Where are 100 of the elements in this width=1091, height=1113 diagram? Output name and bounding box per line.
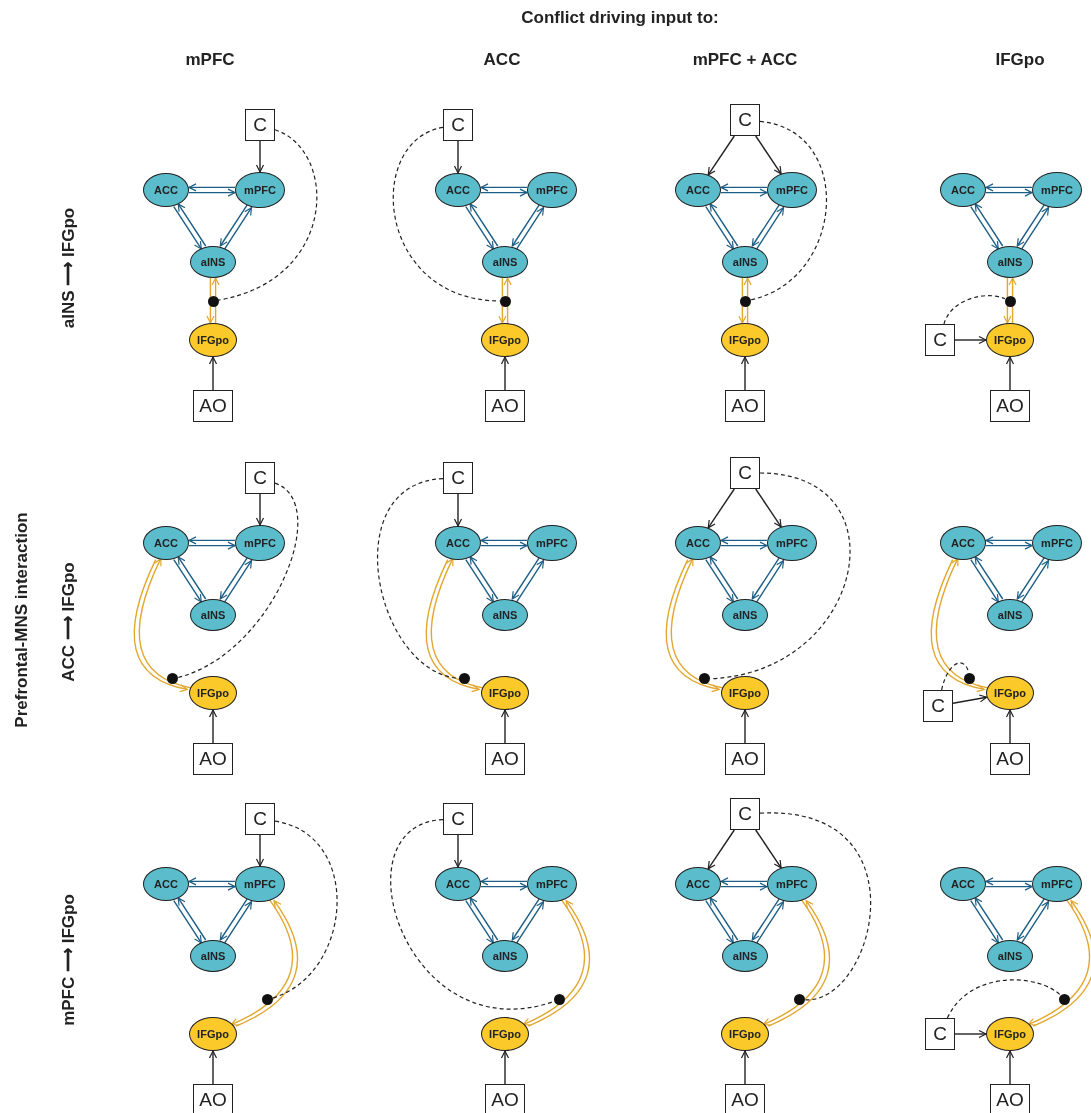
region-ellipse: aINS — [987, 246, 1033, 278]
region-ellipse: IFGpo — [189, 1017, 237, 1051]
connection-arrow — [208, 1050, 218, 1085]
modulation-line — [177, 482, 299, 679]
connection-arrow — [206, 277, 220, 324]
junction-dot — [699, 673, 711, 685]
connection-arrow — [970, 556, 1004, 603]
junction-dot — [459, 673, 471, 685]
connection-arrow — [255, 834, 265, 867]
junction-dot — [499, 295, 511, 307]
junction-dot — [964, 673, 976, 685]
region-ellipse: mPFC — [527, 172, 577, 208]
connection-arrow — [480, 877, 528, 891]
region-ellipse: mPFC — [235, 866, 285, 902]
row-header: mPFC ⟶ IFGpo — [57, 894, 79, 1026]
modulation-line — [946, 979, 1062, 1019]
connection-arrow — [500, 709, 510, 744]
junction-dot — [262, 994, 274, 1005]
region-ellipse: IFGpo — [986, 323, 1034, 357]
connection-arrow — [500, 1050, 510, 1085]
region-ellipse: ACC — [143, 526, 189, 560]
input-box: C — [443, 803, 473, 835]
junction-dot — [794, 994, 806, 1005]
region-ellipse: ACC — [940, 526, 986, 560]
row-header: aINS ⟶ IFGpo — [57, 207, 79, 329]
connection-arrow — [762, 898, 831, 1027]
connection-arrow — [1003, 277, 1017, 324]
input-box: AO — [990, 1084, 1030, 1113]
region-ellipse: IFGpo — [986, 1017, 1034, 1051]
region-ellipse: aINS — [722, 940, 768, 972]
input-box: C — [925, 324, 955, 356]
connection-arrow — [480, 183, 528, 197]
connection-arrow — [705, 556, 739, 603]
connection-arrow — [952, 694, 988, 704]
region-ellipse: IFGpo — [481, 1017, 529, 1051]
region-ellipse: mPFC — [1032, 172, 1082, 208]
junction-dot — [167, 673, 179, 685]
connection-arrow — [720, 877, 768, 891]
connection-arrow — [1005, 709, 1015, 744]
input-box: C — [245, 803, 275, 835]
connection-arrow — [665, 557, 725, 692]
modulation-line — [390, 819, 555, 1010]
connection-arrow — [255, 493, 265, 526]
region-ellipse: aINS — [987, 940, 1033, 972]
connection-arrow — [173, 203, 207, 250]
connection-arrow — [453, 140, 463, 174]
junction-dot — [739, 295, 751, 307]
input-box: AO — [990, 390, 1030, 422]
connection-arrow — [208, 709, 218, 744]
region-ellipse: aINS — [987, 599, 1033, 631]
row-header: ACC ⟶ IFGpo — [57, 562, 79, 682]
modulation-line — [941, 662, 970, 691]
connection-arrow — [255, 140, 265, 173]
connection-arrow — [970, 203, 1004, 250]
connection-arrow — [705, 203, 739, 250]
connection-arrow — [133, 557, 193, 692]
column-group-title: Conflict driving input to: — [521, 8, 719, 28]
connection-arrow — [522, 898, 591, 1027]
input-box: AO — [485, 1084, 525, 1113]
connection-arrow — [985, 536, 1033, 550]
region-ellipse: mPFC — [527, 525, 577, 561]
connection-arrow — [230, 898, 299, 1027]
connection-arrow — [1005, 356, 1015, 391]
connection-arrow — [453, 493, 463, 527]
connection-arrow — [738, 277, 752, 324]
column-header: mPFC — [185, 50, 235, 70]
connection-arrow — [500, 356, 510, 391]
region-ellipse: ACC — [940, 173, 986, 207]
input-box: AO — [193, 1084, 233, 1113]
connection-arrow — [954, 335, 987, 345]
input-box: C — [730, 798, 760, 830]
region-ellipse: aINS — [482, 246, 528, 278]
connection-arrow — [720, 536, 768, 550]
connection-arrow — [425, 557, 485, 692]
input-box: C — [923, 690, 953, 722]
connection-arrow — [755, 135, 782, 175]
input-box: C — [730, 104, 760, 136]
region-ellipse: mPFC — [767, 172, 817, 208]
region-ellipse: ACC — [143, 867, 189, 901]
region-ellipse: aINS — [190, 246, 236, 278]
region-ellipse: ACC — [675, 173, 721, 207]
column-header: mPFC + ACC — [692, 50, 798, 70]
connection-arrow — [498, 277, 512, 324]
input-box: AO — [485, 390, 525, 422]
connection-arrow — [208, 356, 218, 391]
connection-arrow — [985, 877, 1033, 891]
connection-arrow — [930, 557, 990, 692]
junction-dot — [207, 295, 219, 307]
input-box: AO — [990, 743, 1030, 775]
region-ellipse: IFGpo — [481, 323, 529, 357]
input-box: C — [730, 457, 760, 489]
region-ellipse: aINS — [190, 940, 236, 972]
region-ellipse: mPFC — [1032, 866, 1082, 902]
junction-dot — [1059, 994, 1071, 1005]
input-box: C — [925, 1018, 955, 1050]
connection-arrow — [740, 356, 750, 391]
region-ellipse: IFGpo — [721, 1017, 769, 1051]
region-ellipse: aINS — [722, 599, 768, 631]
connection-arrow — [188, 183, 236, 197]
junction-dot — [554, 994, 566, 1005]
